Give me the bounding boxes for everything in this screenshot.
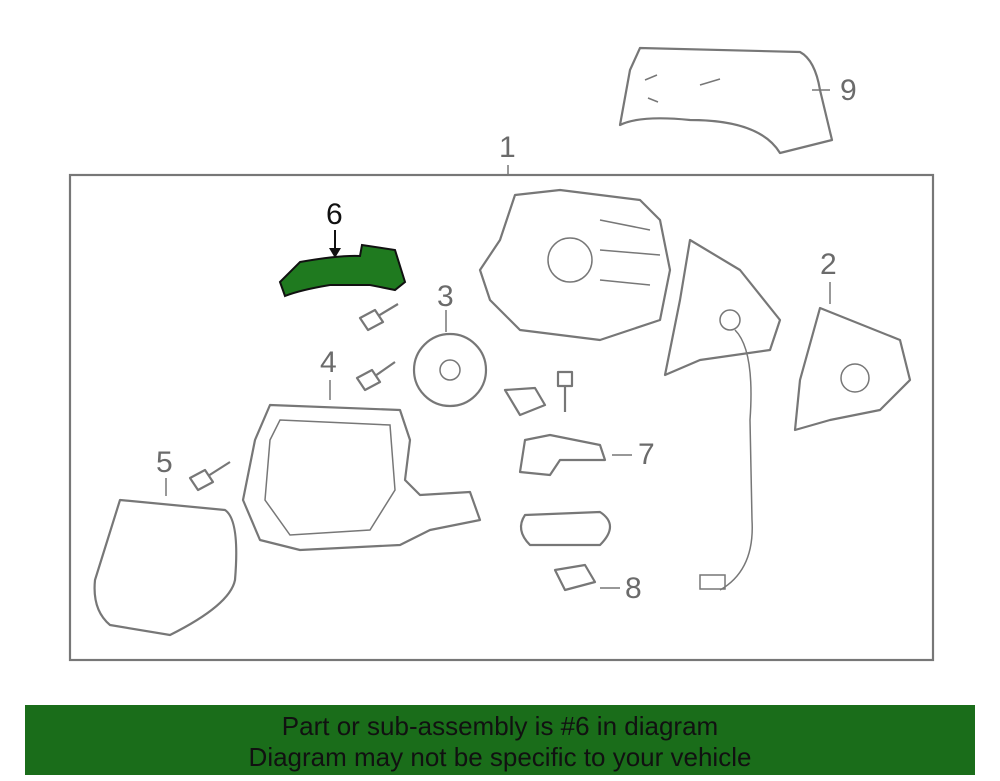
part-2-glass-backing (793, 306, 912, 432)
screws (188, 303, 574, 492)
part-6-turn-signal-lamp (278, 243, 407, 298)
callout-6: 6 (326, 198, 343, 231)
callout-2: 2 (820, 248, 837, 281)
callout-3: 3 (437, 280, 454, 313)
banner-line-1: Part or sub-assembly is #6 in diagram (281, 711, 719, 741)
part-1-mirror-housing (478, 188, 672, 342)
part-4-housing-frame (241, 403, 482, 552)
part-3-motor (412, 332, 488, 408)
assembly-frame (68, 173, 935, 662)
callout-5: 5 (156, 446, 173, 479)
part-7-connector (518, 433, 607, 477)
callout-1: 1 (499, 131, 516, 164)
banner-line-2: Diagram may not be specific to your vehi… (248, 742, 752, 772)
info-banner: Part or sub-assembly is #6 in diagram Di… (25, 705, 975, 775)
callout-4: 4 (320, 346, 337, 379)
part-8-lamp (553, 563, 597, 592)
callout-7: 7 (638, 438, 655, 471)
part-5-mirror-glass (93, 498, 238, 637)
part-9-mirror-cover (618, 46, 834, 155)
callout-9: 9 (840, 74, 857, 107)
callout-8: 8 (625, 572, 642, 605)
